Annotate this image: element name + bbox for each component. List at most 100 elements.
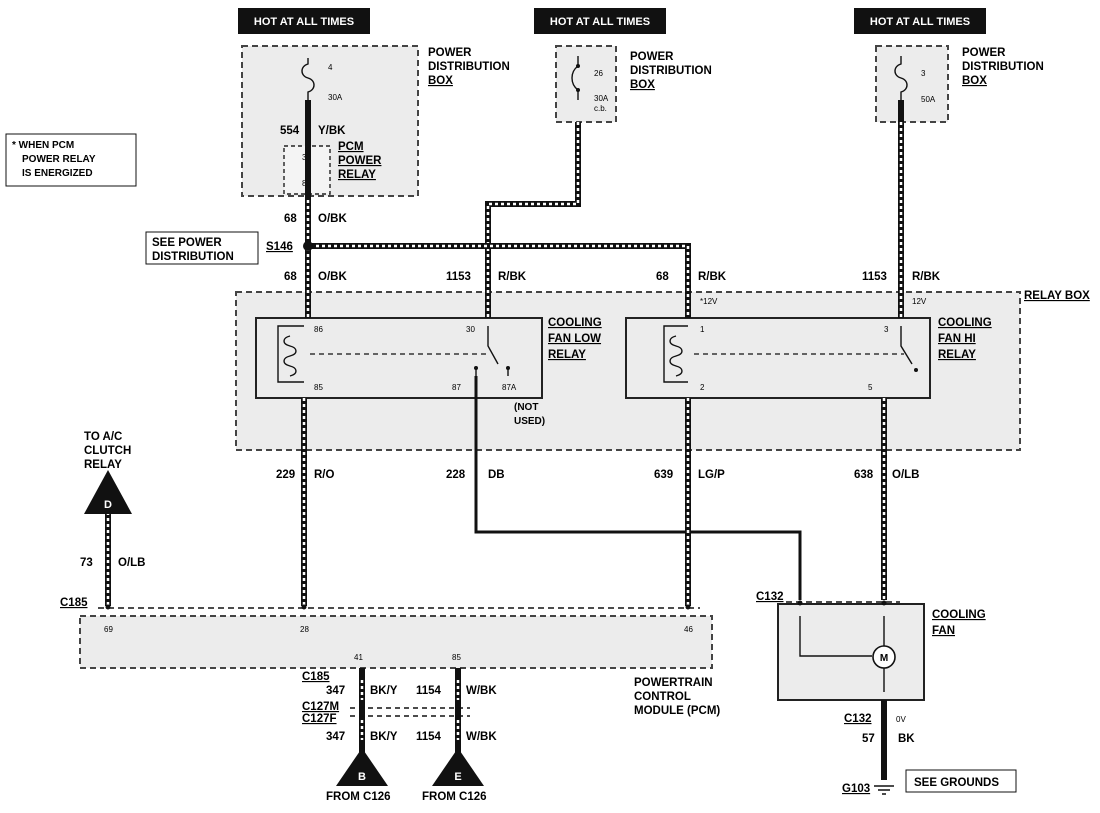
svg-text:RELAY: RELAY (84, 459, 122, 471)
svg-text:G103: G103 (842, 783, 870, 795)
svg-text:RELAY: RELAY (338, 169, 376, 181)
svg-text:68: 68 (656, 271, 669, 283)
pdb-label-right: POWER DISTRIBUTION BOX (962, 47, 1044, 87)
svg-text:30: 30 (466, 325, 475, 334)
fan-internal-wire (799, 616, 872, 657)
svg-text:3: 3 (884, 325, 889, 334)
svg-text:57: 57 (862, 733, 875, 745)
svg-text:HOT AT ALL TIMES: HOT AT ALL TIMES (870, 16, 970, 28)
svg-text:1154: 1154 (416, 731, 442, 743)
svg-text:3: 3 (921, 69, 926, 78)
cooling-fan-label: COOLING FAN (932, 609, 986, 637)
svg-text:HOT AT ALL TIMES: HOT AT ALL TIMES (550, 16, 650, 28)
power-distribution-box-mid (555, 45, 617, 123)
ac-clutch-label: TO A/C CLUTCH RELAY (84, 431, 131, 471)
svg-text:12V: 12V (912, 297, 927, 306)
c185-label: C185 (60, 597, 88, 609)
energized-note: * WHEN PCM POWER RELAY IS ENERGIZED (5, 133, 137, 187)
svg-text:COOLING: COOLING (938, 317, 992, 329)
svg-text:FAN: FAN (932, 625, 955, 637)
svg-text:0V: 0V (896, 715, 906, 724)
svg-text:O/BK: O/BK (318, 271, 347, 283)
svg-text:5: 5 (868, 383, 873, 392)
svg-text:SEE GROUNDS: SEE GROUNDS (914, 777, 999, 789)
svg-text:IS ENERGIZED: IS ENERGIZED (22, 168, 93, 179)
svg-text:SEE POWER: SEE POWER (152, 237, 222, 249)
svg-text:26: 26 (594, 69, 603, 78)
power-distribution-box-right (875, 45, 949, 123)
hi-relay-coil (663, 325, 918, 383)
connector-b: B (336, 748, 388, 786)
connector-d: D (84, 470, 132, 514)
svg-text:41: 41 (354, 653, 363, 662)
svg-text:BK: BK (898, 733, 915, 745)
svg-text:69: 69 (104, 625, 113, 634)
svg-text:R/BK: R/BK (912, 271, 941, 283)
svg-text:1153: 1153 (446, 271, 471, 283)
svg-text:554: 554 (280, 125, 300, 137)
svg-text:BK/Y: BK/Y (370, 685, 398, 697)
fuse-left: 4 30A (301, 58, 343, 102)
svg-text:4: 4 (328, 63, 333, 72)
see-grounds: SEE GROUNDS (905, 769, 1017, 793)
svg-text:LG/P: LG/P (698, 469, 725, 481)
svg-text:(NOT: (NOT (514, 402, 538, 413)
svg-text:228: 228 (446, 469, 466, 481)
svg-text:50A: 50A (921, 95, 936, 104)
powertrain-control-module (79, 615, 713, 669)
pcm-relay-label: PCM POWER RELAY (338, 141, 382, 181)
svg-text:* WHEN PCM: * WHEN PCM (12, 140, 74, 151)
svg-text:FROM C126: FROM C126 (422, 791, 487, 803)
svg-text:O/LB: O/LB (892, 469, 919, 481)
svg-text:2: 2 (700, 383, 705, 392)
svg-text:1: 1 (700, 325, 705, 334)
svg-text:POWER: POWER (338, 155, 382, 167)
svg-text:86: 86 (314, 325, 323, 334)
svg-text:C127M: C127M (302, 701, 339, 713)
svg-text:68: 68 (284, 271, 297, 283)
splice-s146 (303, 241, 313, 251)
svg-text:B: B (358, 771, 366, 783)
svg-text:1154: 1154 (416, 685, 442, 697)
svg-text:COOLING: COOLING (932, 609, 986, 621)
svg-text:C185: C185 (302, 671, 330, 683)
svg-text:POWER: POWER (428, 47, 472, 59)
hot-label-mid: HOT AT ALL TIMES (534, 8, 666, 34)
svg-text:COOLING: COOLING (548, 317, 602, 329)
svg-text:MODULE (PCM): MODULE (PCM) (634, 705, 720, 717)
svg-text:28: 28 (300, 625, 309, 634)
svg-text:1153: 1153 (862, 271, 887, 283)
hot-label-left: HOT AT ALL TIMES (238, 8, 370, 34)
svg-text:DISTRIBUTION: DISTRIBUTION (428, 61, 510, 73)
low-relay-coil (277, 325, 510, 383)
svg-text:POWER: POWER (630, 51, 674, 63)
svg-text:Y/BK: Y/BK (318, 125, 346, 137)
svg-text:30A: 30A (328, 93, 343, 102)
svg-text:DISTRIBUTION: DISTRIBUTION (630, 65, 712, 77)
svg-text:C127F: C127F (302, 713, 337, 725)
svg-text:30A: 30A (594, 94, 609, 103)
not-used-label: (NOT USED) (514, 402, 545, 427)
svg-text:TO A/C: TO A/C (84, 431, 122, 443)
svg-text:DISTRIBUTION: DISTRIBUTION (962, 61, 1044, 73)
pdb-label-left: POWER DISTRIBUTION BOX (428, 47, 510, 87)
svg-text:CONTROL: CONTROL (634, 691, 691, 703)
circuit-breaker-mid: 26 30A c.b. (571, 56, 609, 113)
svg-text:46: 46 (684, 625, 693, 634)
wire-1153-low (485, 122, 581, 318)
svg-text:BK/Y: BK/Y (370, 731, 398, 743)
low-relay-label: COOLING FAN LOW RELAY (548, 317, 602, 361)
svg-text:W/BK: W/BK (466, 731, 497, 743)
svg-text:BOX: BOX (428, 75, 453, 87)
svg-text:*12V: *12V (700, 297, 718, 306)
svg-text:POWERTRAIN: POWERTRAIN (634, 677, 713, 689)
svg-text:638: 638 (854, 469, 874, 481)
svg-text:RELAY: RELAY (938, 349, 976, 361)
hot-label-right: HOT AT ALL TIMES (854, 8, 986, 34)
svg-text:R/O: R/O (314, 469, 335, 481)
connector-e: E (432, 748, 484, 786)
svg-text:BOX: BOX (630, 79, 655, 91)
svg-text:C132: C132 (756, 591, 784, 603)
svg-text:229: 229 (276, 469, 295, 481)
